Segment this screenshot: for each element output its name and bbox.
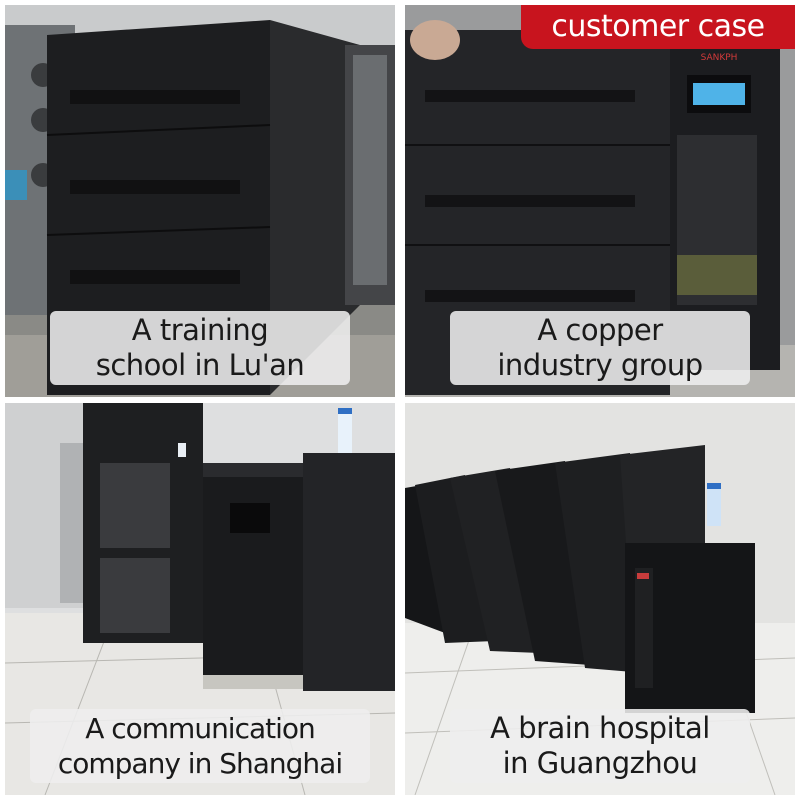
- caption-communication-company: A communication company in Shanghai: [30, 709, 370, 783]
- photo-brain-hospital: A brain hospital in Guangzhou: [405, 403, 795, 795]
- photo-training-school: A training school in Lu'an: [5, 5, 395, 397]
- caption-copper-industry: A copper industry group: [450, 311, 750, 385]
- photo-communication-company: A communication company in Shanghai: [5, 403, 395, 795]
- brand-logo-text: SANKPH: [701, 53, 738, 63]
- photo-copper-industry: SANKPH A copper industry group customer …: [405, 5, 795, 397]
- caption-brain-hospital: A brain hospital in Guangzhou: [450, 709, 750, 783]
- caption-training-school: A training school in Lu'an: [50, 311, 350, 385]
- customer-case-badge: customer case: [521, 5, 795, 49]
